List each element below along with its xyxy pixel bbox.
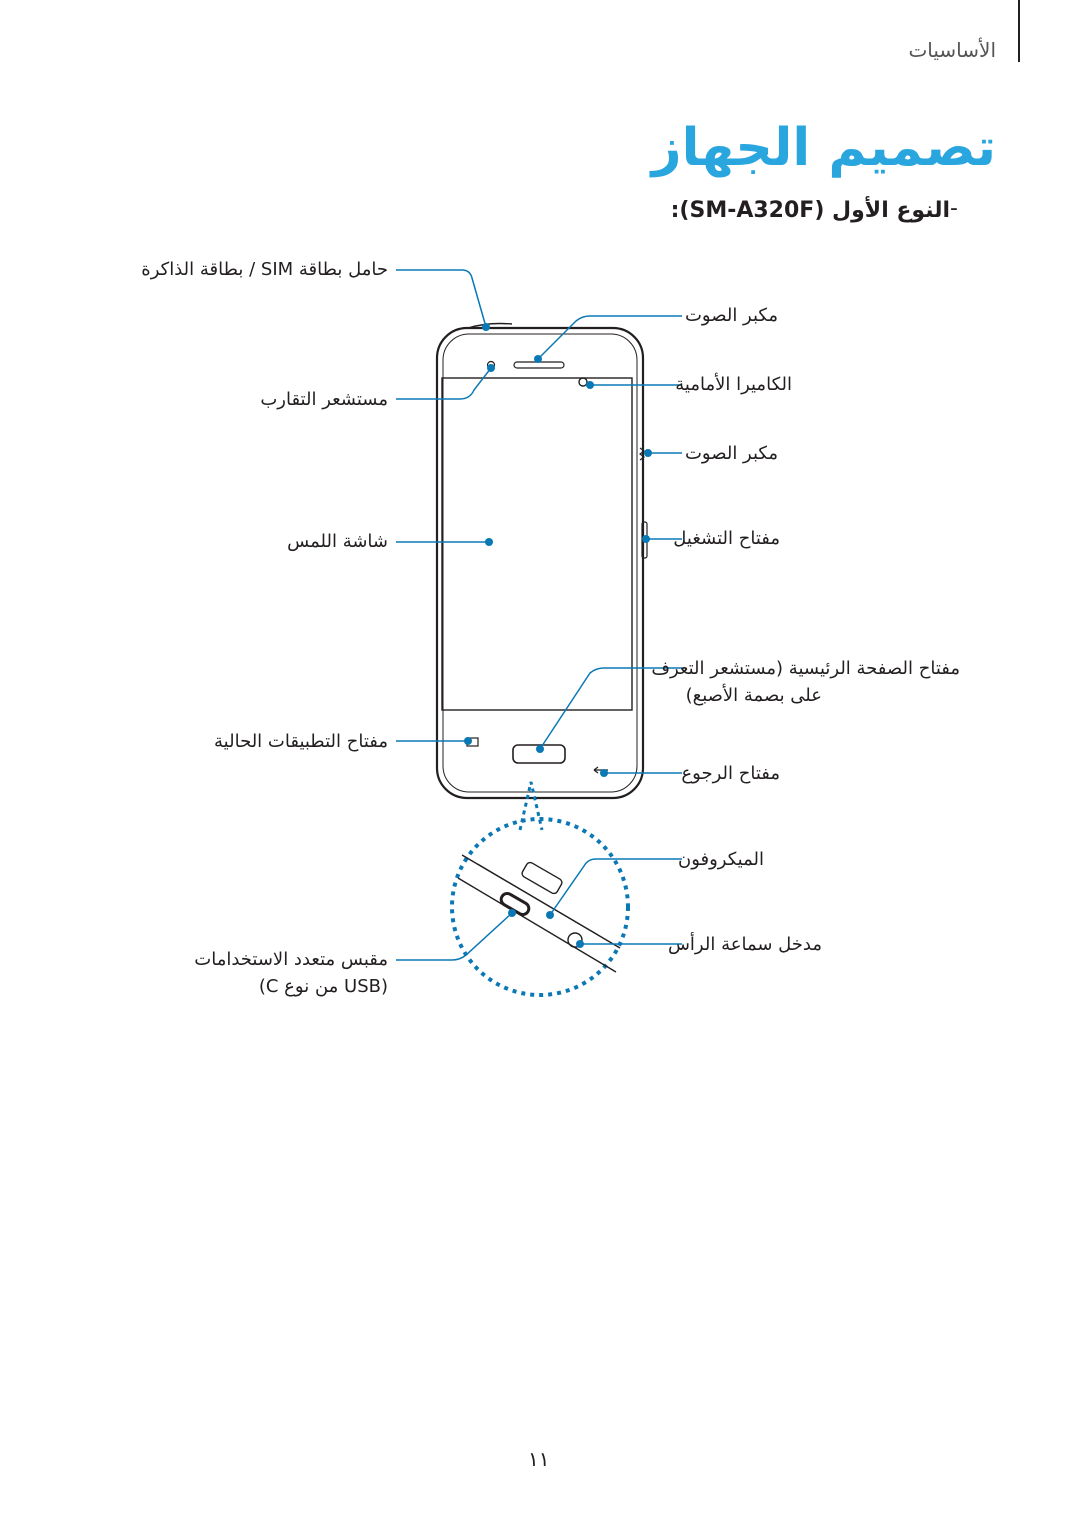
list-dash: - (950, 196, 958, 221)
page-title: تصميم الجهاز (651, 118, 996, 178)
section-header: الأساسيات (908, 38, 996, 62)
page-number: ١١ (528, 1447, 550, 1471)
header-divider (1018, 0, 1020, 62)
phone-illustration (435, 322, 648, 800)
label-speaker-side: مكبر الصوت (684, 443, 778, 464)
label-proximity-sensor: مستشعر التقارب (260, 389, 388, 410)
bottom-edge-illustration (457, 854, 621, 973)
label-microphone: الميكروفون (677, 849, 764, 870)
label-front-camera: الكاميرا الأمامية (675, 374, 792, 395)
zoom-pointer (518, 781, 544, 831)
label-home-key: مفتاح الصفحة الرئيسية (مستشعر التعرف (651, 658, 960, 679)
label-home-key-fingerprint: على بصمة الأصبع) (685, 685, 822, 706)
label-headset-jack: مدخل سماعة الرأس (667, 934, 822, 955)
label-speaker-top: مكبر الصوت (684, 305, 778, 326)
zoom-circle (450, 817, 630, 997)
label-usb-port: مقبس متعدد الاستخدامات (194, 949, 388, 970)
label-power-key: مفتاح التشغيل (673, 528, 780, 549)
label-touch-screen: شاشة اللمس (287, 531, 388, 552)
label-back-key: مفتاح الرجوع (681, 763, 780, 784)
model-subheading: النوع الأول (SM-A320F): (670, 198, 950, 223)
label-sim-tray: حامل بطاقة SIM / بطاقة الذاكرة (141, 259, 388, 280)
label-recent-apps-key: مفتاح التطبيقات الحالية (214, 731, 388, 752)
label-usb-port-type: (USB من نوع C) (258, 976, 388, 997)
